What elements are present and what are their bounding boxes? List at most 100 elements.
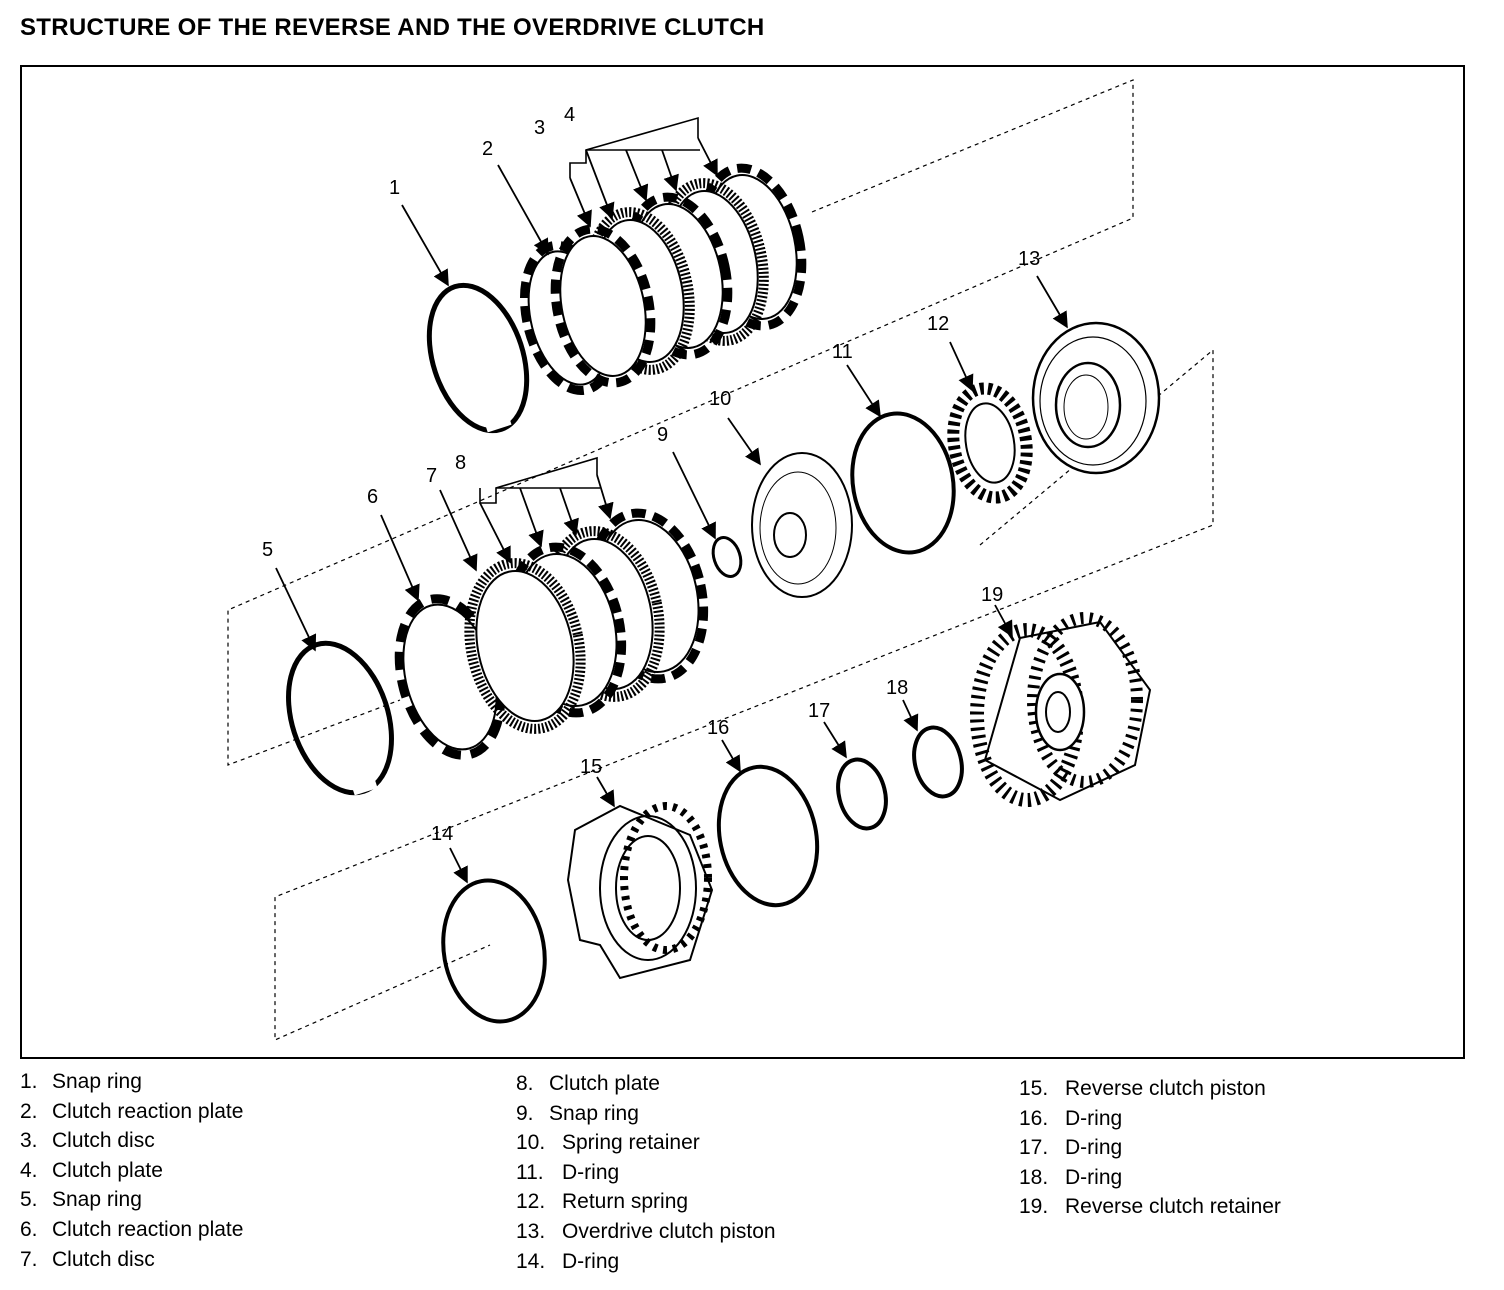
legend-number: 14. — [516, 1249, 546, 1273]
legend-number: 3. — [20, 1129, 38, 1153]
legend-number: 7. — [20, 1247, 38, 1271]
callout-arrows — [275, 137, 1068, 884]
legend-item: 10. Spring retainer — [516, 1128, 776, 1158]
part-16-d-ring — [716, 764, 820, 908]
legend-number: 19. — [1019, 1195, 1049, 1219]
legend-number: 10. — [516, 1131, 546, 1155]
legend-number: 5. — [20, 1188, 38, 1212]
callout-18: 18 — [886, 677, 908, 699]
legend-label: Spring retainer — [562, 1131, 700, 1155]
callout-numbers: 1 2 3 4 5 6 7 8 9 10 11 12 13 14 15 16 1… — [262, 104, 1040, 845]
legend-label: Clutch reaction plate — [52, 1217, 244, 1241]
legend-label: Clutch plate — [549, 1072, 660, 1095]
legend-label: Clutch reaction plate — [52, 1099, 244, 1123]
legend-item: 1. Snap ring — [20, 1067, 243, 1097]
legend-column-3: 15. Reverse clutch piston 16. D-ring 17. D-… — [1019, 1074, 1281, 1222]
legend-item: 12. Return spring — [516, 1187, 776, 1217]
legend-item: 3. Clutch disc — [20, 1126, 243, 1156]
legend-item: 14. D-ring — [516, 1247, 776, 1277]
diagram-frame — [20, 65, 1465, 1059]
callout-11: 11 — [832, 341, 853, 363]
callout-10: 10 — [709, 388, 731, 410]
legend-item: 4. Clutch plate — [20, 1156, 243, 1186]
diagram-title: STRUCTURE OF THE REVERSE AND THE OVERDRI… — [20, 14, 765, 41]
legend-label: Return spring — [562, 1190, 689, 1214]
legend-item: 18. D-ring — [1019, 1163, 1281, 1193]
callout-5: 5 — [262, 539, 273, 561]
legend-item: 9. Snap ring — [516, 1099, 776, 1129]
legend-label: Clutch plate — [52, 1158, 163, 1182]
legend-label: Clutch disc — [52, 1247, 155, 1271]
legend-item: 19. Reverse clutch retainer — [1019, 1192, 1281, 1222]
callout-15: 15 — [580, 756, 602, 778]
legend-item: 7. Clutch disc — [20, 1245, 243, 1275]
legend-number: 4. — [20, 1158, 38, 1182]
legend-number: 11. — [516, 1160, 544, 1184]
parts-7-8-clutch-pack-lower — [464, 508, 709, 734]
callout-14: 14 — [431, 823, 453, 845]
legend-item: 2. Clutch reaction plate — [20, 1097, 243, 1127]
callout-13: 13 — [1018, 248, 1040, 270]
legend-label: D-ring — [562, 1160, 620, 1184]
legend-number: 2. — [20, 1099, 38, 1123]
callout-3: 3 — [534, 117, 545, 139]
part-9-snap-ring — [711, 536, 743, 578]
legend-number: 18. — [1019, 1165, 1049, 1189]
callout-8: 8 — [455, 452, 466, 474]
legend-label: Clutch disc — [52, 1129, 155, 1153]
legend-item: 17. D-ring — [1019, 1133, 1281, 1163]
parts-3-4-clutch-pack-upper — [550, 163, 807, 388]
legend-number: 12. — [516, 1190, 546, 1214]
legend-item: 16. D-ring — [1019, 1104, 1281, 1134]
legend-label: D-ring — [1065, 1136, 1123, 1160]
legend-label: D-ring — [1065, 1165, 1123, 1189]
part-13-overdrive-clutch-piston — [1031, 321, 1161, 475]
legend-number: 15. — [1019, 1077, 1049, 1100]
legend-number: 13. — [516, 1219, 546, 1243]
part-17-d-ring — [836, 757, 888, 831]
legend-label: D-ring — [562, 1249, 620, 1273]
legend-item: 8. Clutch plate — [516, 1069, 776, 1099]
part-11-d-ring — [850, 411, 956, 555]
part-5-snap-ring — [286, 640, 394, 796]
legend-label: Reverse clutch piston — [1065, 1077, 1266, 1100]
part-10-spring-retainer — [751, 452, 853, 598]
legend-label: D-ring — [1065, 1106, 1123, 1130]
callout-17: 17 — [808, 700, 830, 722]
legend-item: 15. Reverse clutch piston — [1019, 1074, 1281, 1104]
callout-brackets — [479, 116, 700, 504]
callout-9: 9 — [657, 424, 668, 446]
callout-4: 4 — [564, 104, 575, 126]
callout-16: 16 — [707, 717, 729, 739]
legend-label: Snap ring — [549, 1101, 639, 1125]
callout-1: 1 — [389, 177, 400, 199]
part-15-reverse-clutch-piston — [566, 802, 714, 980]
legend-number: 1. — [20, 1070, 38, 1093]
legend-number: 6. — [20, 1217, 38, 1241]
legend-item: 6. Clutch reaction plate — [20, 1215, 243, 1245]
legend-number: 9. — [516, 1101, 534, 1125]
legend-label: Snap ring — [52, 1070, 142, 1093]
legend-label: Overdrive clutch piston — [562, 1219, 776, 1243]
callout-7: 7 — [426, 465, 437, 487]
legend-label: Snap ring — [52, 1188, 142, 1212]
part-6-clutch-reaction-plate — [394, 594, 506, 760]
legend-number: 8. — [516, 1072, 534, 1095]
legend-item: 11. D-ring — [516, 1158, 776, 1188]
part-12-return-spring — [947, 382, 1033, 504]
part-1-snap-ring — [426, 282, 530, 434]
part-14-d-ring — [441, 878, 547, 1024]
legend-number: 17. — [1019, 1136, 1049, 1160]
legend-number: 16. — [1019, 1106, 1049, 1130]
legend-item: 13. Overdrive clutch piston — [516, 1217, 776, 1247]
assembly-guide-lines — [227, 79, 1214, 1041]
callout-12: 12 — [927, 313, 949, 335]
legend-column-1: 1. Snap ring 2. Clutch reaction plate 3. Cl… — [20, 1067, 243, 1274]
legend-label: Reverse clutch retainer — [1065, 1195, 1281, 1219]
part-19-reverse-clutch-retainer — [970, 612, 1152, 807]
callout-2: 2 — [482, 138, 493, 160]
part-18-d-ring — [912, 725, 964, 799]
callout-19: 19 — [981, 584, 1003, 606]
legend-column-2: 8. Clutch plate 9. Snap ring 10. Spring ret… — [516, 1069, 776, 1276]
